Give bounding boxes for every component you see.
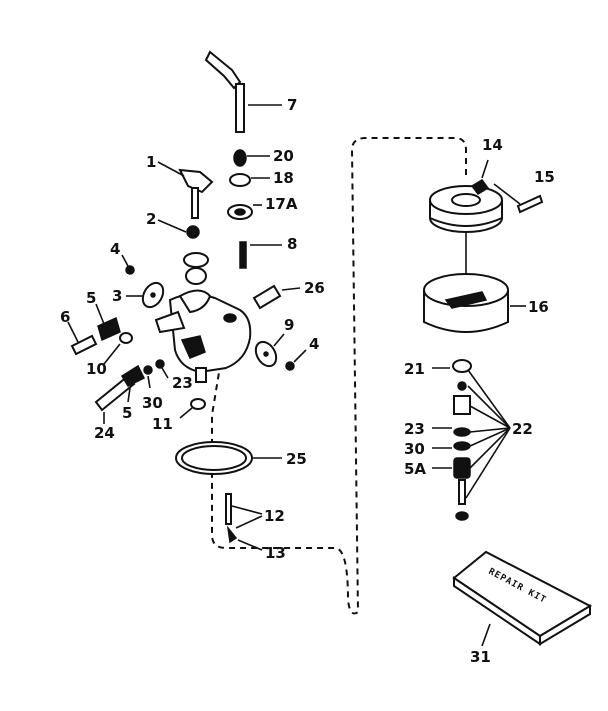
part-23-o-ring bbox=[155, 359, 169, 379]
label-13: 13 bbox=[265, 544, 286, 562]
part-4-ball-left bbox=[121, 254, 135, 275]
label-21: 21 bbox=[404, 360, 425, 378]
part-13-pin bbox=[226, 525, 263, 551]
label-14: 14 bbox=[482, 136, 503, 154]
label-30-right: 30 bbox=[404, 440, 425, 458]
part-5b-spring bbox=[120, 364, 146, 403]
label-20: 20 bbox=[273, 147, 294, 165]
part-12-pins bbox=[225, 493, 263, 529]
label-30-left: 30 bbox=[142, 394, 163, 412]
label-24: 24 bbox=[94, 424, 115, 442]
label-9: 9 bbox=[284, 316, 294, 334]
part-18-washer bbox=[229, 173, 270, 187]
label-22: 22 bbox=[512, 420, 533, 438]
label-6: 6 bbox=[60, 308, 70, 326]
part-25-gasket bbox=[175, 441, 282, 475]
label-3: 3 bbox=[112, 287, 122, 305]
label-17A: 17A bbox=[265, 195, 298, 213]
label-18: 18 bbox=[273, 169, 294, 187]
label-1: 1 bbox=[146, 153, 156, 171]
label-4-right: 4 bbox=[309, 335, 319, 353]
label-25: 25 bbox=[286, 450, 307, 468]
label-16: 16 bbox=[528, 298, 549, 316]
part-4-ball-right bbox=[285, 349, 307, 371]
label-5-lower: 5 bbox=[122, 404, 132, 422]
label-23-right: 23 bbox=[404, 420, 425, 438]
part-5-spring bbox=[95, 303, 121, 342]
dashed-routing-line bbox=[211, 137, 467, 615]
label-2: 2 bbox=[146, 210, 156, 228]
part-8-screw bbox=[239, 241, 282, 269]
label-23-left: 23 bbox=[172, 374, 193, 392]
label-5A: 5A bbox=[404, 460, 426, 478]
part-24-needle bbox=[94, 374, 136, 424]
label-15: 15 bbox=[534, 168, 555, 186]
part-30-washer bbox=[143, 365, 153, 389]
label-5-upper: 5 bbox=[86, 289, 96, 307]
part-21-gasket bbox=[432, 359, 472, 373]
part-14-float-cover bbox=[429, 159, 503, 233]
part-22-bowl-nut-stack bbox=[432, 369, 511, 521]
label-11: 11 bbox=[152, 415, 173, 433]
label-7: 7 bbox=[287, 96, 297, 114]
part-9-disk bbox=[254, 333, 285, 368]
label-12: 12 bbox=[264, 507, 285, 525]
part-16-fuel-bowl bbox=[423, 273, 526, 333]
part-31-repair-kit: REPAIR KIT bbox=[452, 550, 593, 647]
carburetor-body bbox=[154, 289, 252, 383]
part-26-jet bbox=[252, 284, 301, 310]
part-1-throttle-lever bbox=[157, 161, 214, 219]
part-11-washer bbox=[179, 398, 206, 419]
part-17A-bushing bbox=[227, 204, 262, 220]
part-3-disk bbox=[126, 281, 165, 309]
label-8: 8 bbox=[287, 235, 297, 253]
part-7-throttle-shaft bbox=[204, 50, 282, 133]
part-10-seal bbox=[103, 332, 133, 365]
part-2-spring-stack bbox=[157, 219, 209, 285]
label-10: 10 bbox=[86, 360, 107, 378]
part-6-screw bbox=[67, 321, 98, 356]
part-15-pin bbox=[493, 183, 544, 214]
part-20-seal bbox=[233, 149, 270, 167]
label-31: 31 bbox=[470, 648, 491, 666]
label-26: 26 bbox=[304, 279, 325, 297]
label-4-left: 4 bbox=[110, 240, 120, 258]
